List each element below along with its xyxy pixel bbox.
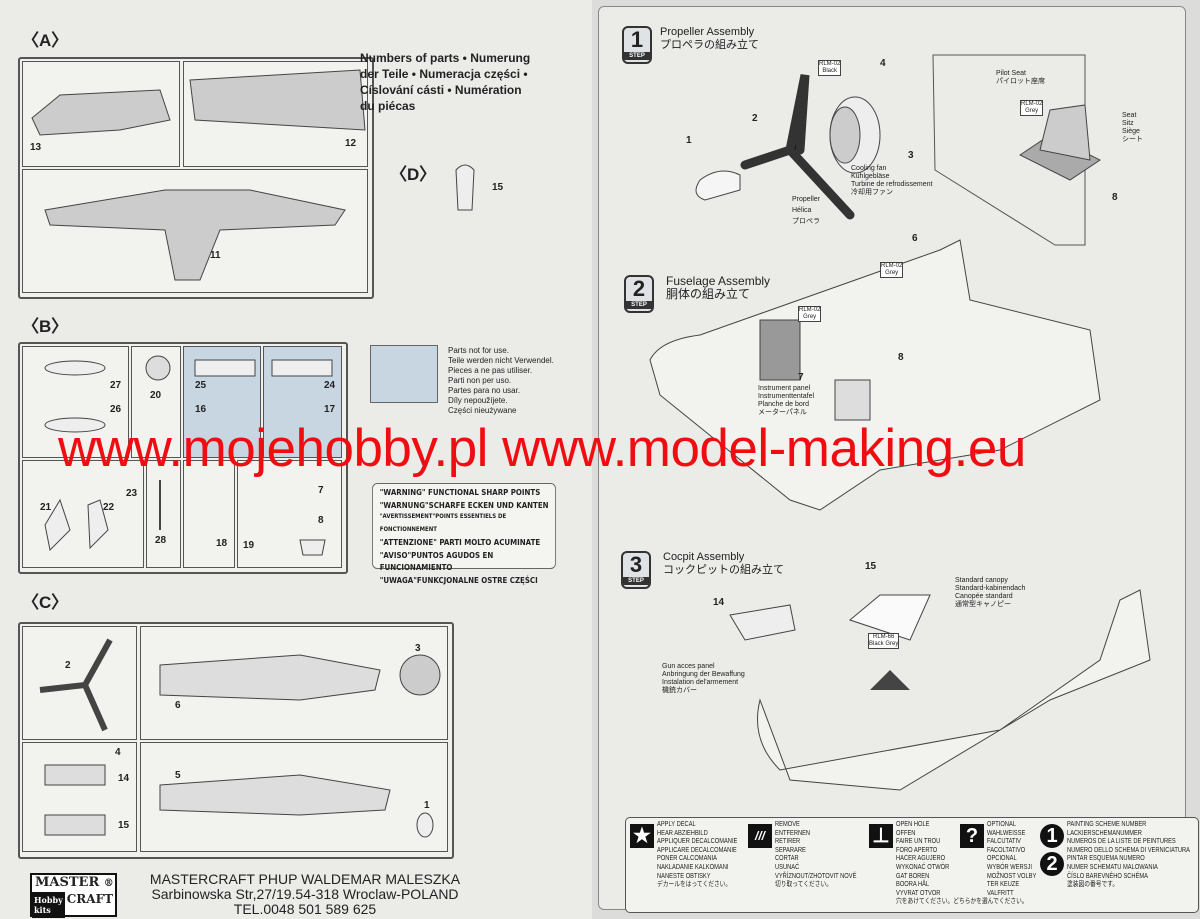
part-number: 18 bbox=[216, 538, 228, 549]
part-number: 4 bbox=[115, 747, 121, 758]
section-d-label: 〈D〉 bbox=[390, 165, 437, 184]
part-number: 6 bbox=[912, 233, 918, 244]
wing-lower-drawing bbox=[31, 69, 475, 281]
parts-not-for-use-text: Parts not for use.Teile werden nicht Ver… bbox=[448, 346, 554, 415]
part-number: 4 bbox=[880, 58, 886, 69]
part-number: 28 bbox=[155, 535, 167, 546]
part-number: 7 bbox=[798, 372, 804, 383]
part-number: 2 bbox=[65, 660, 71, 671]
part-number: 15 bbox=[865, 561, 877, 572]
sprue-b-parts-drawing bbox=[44, 355, 333, 556]
part-number: 15 bbox=[118, 820, 130, 831]
part-number: 19 bbox=[243, 540, 255, 551]
star-icon: ★ bbox=[630, 824, 654, 848]
part-number: 5 bbox=[175, 770, 181, 781]
painting-scheme-2-icon: 2 bbox=[1040, 852, 1064, 876]
part-number: 13 bbox=[30, 142, 42, 153]
assembly-drawings bbox=[649, 54, 1151, 791]
part-number: 6 bbox=[175, 700, 181, 711]
part-number: 16 bbox=[195, 404, 207, 415]
part-number: 22 bbox=[103, 502, 115, 513]
part-number: 25 bbox=[195, 380, 207, 391]
part-number: 14 bbox=[713, 597, 725, 608]
part-number: 1 bbox=[424, 800, 430, 811]
watermark: www.mojehobby.pl www.model-making.eu bbox=[58, 419, 1026, 478]
section-a-label: 〈A〉 bbox=[22, 31, 69, 50]
part-number: 26 bbox=[110, 404, 122, 415]
part-number: 21 bbox=[40, 502, 52, 513]
part-number: 12 bbox=[345, 138, 357, 149]
part-number: 11 bbox=[210, 250, 221, 261]
part-number: 24 bbox=[324, 380, 336, 391]
part-number: 3 bbox=[908, 150, 914, 161]
part-number: 3 bbox=[415, 643, 421, 654]
part-number: 23 bbox=[126, 488, 138, 499]
part-number: 17 bbox=[324, 404, 336, 415]
part-number: 1 bbox=[686, 135, 692, 146]
part-number: 8 bbox=[898, 352, 904, 363]
unused-parts-swatch bbox=[370, 345, 438, 403]
warning-box: "WARNING" FUNCTIONAL SHARP POINTS"WARNUN… bbox=[372, 483, 557, 585]
part-number: 14 bbox=[118, 773, 130, 784]
painting-scheme-1-icon: 1 bbox=[1040, 824, 1064, 848]
part-number: 8 bbox=[1112, 192, 1118, 203]
part-number: 2 bbox=[752, 113, 758, 124]
part-number: 15 bbox=[492, 182, 504, 193]
sprue-c-parts-drawing bbox=[39, 638, 441, 838]
section-b-label: 〈B〉 bbox=[22, 317, 69, 336]
sprue-b-panel bbox=[18, 342, 348, 574]
part-number: 27 bbox=[110, 380, 122, 391]
part-number: 20 bbox=[150, 390, 162, 401]
section-c-label: 〈C〉 bbox=[22, 593, 69, 612]
part-number: 7 bbox=[318, 485, 324, 496]
cut-icon: /// bbox=[748, 824, 772, 848]
drill-icon: ⊥ bbox=[869, 824, 893, 848]
numbers-of-parts-heading: Numbers of parts • Numerung der Teile • … bbox=[360, 51, 531, 113]
part-number: 8 bbox=[318, 515, 324, 526]
question-icon: ? bbox=[960, 824, 984, 848]
